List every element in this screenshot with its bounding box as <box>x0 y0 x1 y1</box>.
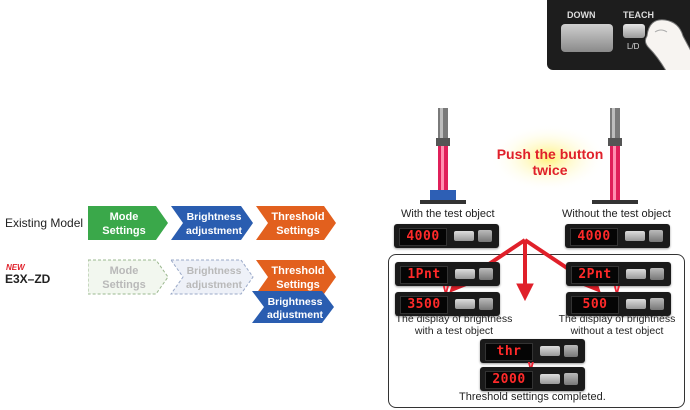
svg-text:Threshold: Threshold <box>271 265 324 277</box>
sensor-right-1: 2Pnt <box>566 262 671 286</box>
caption-without-line-2: without a test object <box>570 325 664 337</box>
push-line-2: twice <box>532 162 568 178</box>
svg-text:Threshold: Threshold <box>271 211 324 223</box>
completed-label: Threshold settings completed. <box>459 391 606 403</box>
sensor-button <box>454 231 474 241</box>
display-left-2: 3500 <box>400 296 448 314</box>
step-brightness-faded: Brightness adjustment <box>170 259 254 295</box>
svg-text:Brightness: Brightness <box>268 296 323 308</box>
svg-text:Settings: Settings <box>276 225 319 237</box>
sensor-button <box>478 230 492 242</box>
svg-text:Mode: Mode <box>110 265 139 277</box>
svg-text:adjustment: adjustment <box>186 279 243 291</box>
chevron-down-icon: ∨ <box>526 358 536 372</box>
step-mode-settings: Mode Settings <box>88 206 168 240</box>
new-badge: NEW <box>6 263 25 272</box>
sensor-button <box>564 373 578 385</box>
step-brightness-adjustment: Brightness adjustment <box>171 206 253 240</box>
sensor-button <box>455 299 475 309</box>
display-center-1: thr <box>485 343 533 361</box>
push-line-1: Push the button <box>496 146 604 162</box>
chevron-down-icon: ∨ <box>612 282 622 296</box>
sensor-button <box>650 268 664 280</box>
step-threshold-settings-new: Threshold Settings <box>256 260 336 294</box>
svg-text:Settings: Settings <box>276 279 319 291</box>
beam-illustration <box>420 108 638 204</box>
sensor-left-1: 1Pnt <box>395 262 500 286</box>
svg-text:Settings: Settings <box>102 279 145 291</box>
step-brightness-new: Brightness adjustment <box>252 291 334 323</box>
existing-model-label: Existing Model <box>5 216 84 230</box>
display-right-2: 500 <box>571 296 619 314</box>
sensor-button <box>479 268 493 280</box>
result-box <box>388 254 685 408</box>
chevron-down-icon: ∨ <box>441 282 451 296</box>
sensor-left-2: 3500 <box>395 292 500 316</box>
step-mode-settings-faded: Mode Settings <box>88 259 169 295</box>
caption-without-line-1: The display of brightness <box>558 313 676 325</box>
finger-icon <box>644 19 690 70</box>
svg-text:Brightness: Brightness <box>187 265 242 277</box>
caption-with-line-2: with a test object <box>414 325 494 337</box>
svg-text:Brightness: Brightness <box>187 211 242 223</box>
without-object-label: Without the test object <box>562 208 671 220</box>
sensor-button <box>650 298 664 310</box>
caption-with-line-1: The display of brightness <box>395 313 513 325</box>
display-with-top: 4000 <box>399 228 447 246</box>
svg-text:adjustment: adjustment <box>267 309 324 321</box>
display-center-2: 2000 <box>485 371 533 389</box>
display-right-1: 2Pnt <box>571 266 619 284</box>
sensor-button <box>564 345 578 357</box>
hand-panel: DOWN TEACH L/D <box>547 0 690 70</box>
sensor-right-2: 500 <box>566 292 671 316</box>
sensor-center-2: 2000 <box>480 367 585 391</box>
teach-label: TEACH <box>623 10 654 20</box>
caption-without: The display of brightness without a test… <box>552 313 682 337</box>
sensor-button <box>649 230 663 242</box>
svg-text:Mode: Mode <box>110 211 139 223</box>
teach-button[interactable] <box>623 24 645 38</box>
sensor-button <box>626 269 646 279</box>
caption-with: The display of brightness with a test ob… <box>389 313 519 337</box>
existing-steps: Mode Settings Brightness adjustment Thre… <box>88 206 336 240</box>
sensor-without-top: 4000 <box>565 224 670 248</box>
sensor-button <box>479 298 493 310</box>
display-without-top: 4000 <box>570 228 618 246</box>
sensor-button <box>540 346 560 356</box>
sensor-button <box>540 374 560 384</box>
down-label: DOWN <box>567 10 596 20</box>
display-left-1: 1Pnt <box>400 266 448 284</box>
new-steps: Mode Settings Brightness adjustment Thre… <box>88 259 336 323</box>
down-button[interactable] <box>561 24 613 52</box>
with-object-label: With the test object <box>401 208 495 220</box>
ld-label: L/D <box>627 42 640 51</box>
push-instruction: Push the button twice <box>470 146 630 178</box>
step-threshold-settings: Threshold Settings <box>256 206 336 240</box>
sensor-button <box>455 269 475 279</box>
sensor-button <box>625 231 645 241</box>
new-model-label: E3X–ZD <box>5 272 51 286</box>
sensor-with-top: 4000 <box>394 224 499 248</box>
sensor-button <box>626 299 646 309</box>
svg-text:Settings: Settings <box>102 225 145 237</box>
svg-text:adjustment: adjustment <box>186 225 243 237</box>
sensor-center-1: thr <box>480 339 585 363</box>
